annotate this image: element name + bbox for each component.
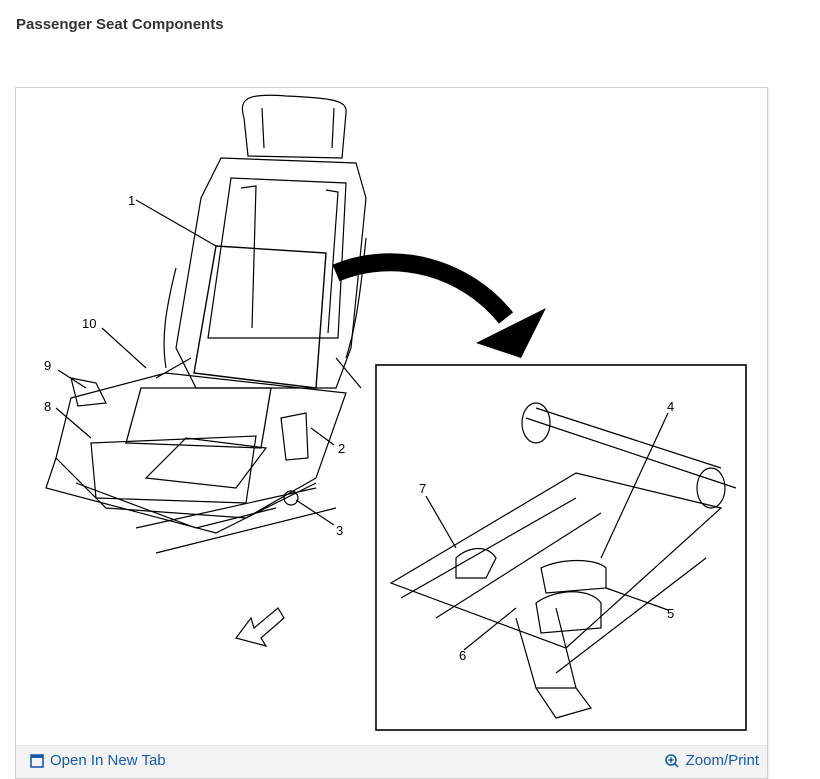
callout-3: 3 (336, 523, 343, 538)
callout-7: 7 (419, 481, 426, 496)
open-in-new-tab-button[interactable]: Open In New Tab (30, 752, 166, 769)
adjuster-knob (283, 490, 299, 506)
figure-toolbar: Open In New Tab Zoom/Print (16, 745, 767, 778)
open-tab-icon (30, 753, 44, 768)
seat-occupant-mat (125, 387, 272, 449)
callout-6: 6 (459, 648, 466, 663)
callout-1: 1 (128, 193, 135, 208)
side-trim (70, 377, 107, 407)
seat-cushion-frame (45, 372, 347, 534)
backrest-sensor-mat (193, 245, 327, 389)
callout-5: 5 (667, 606, 674, 621)
zoom-print-label: Zoom/Print (685, 752, 759, 769)
callout-2: 2 (338, 441, 345, 456)
detail-inset (375, 364, 747, 731)
open-in-new-tab-label: Open In New Tab (50, 752, 166, 769)
callout-4: 4 (667, 399, 674, 414)
seatback-frame (155, 157, 367, 389)
figure-frame: 1 2 3 4 5 6 7 8 9 10 Open In New Tab Zoo… (15, 87, 768, 779)
callout-10: 10 (82, 316, 96, 331)
callout-9: 9 (44, 358, 51, 373)
curved-arrow (332, 253, 514, 324)
callout-8: 8 (44, 399, 51, 414)
zoom-in-icon (664, 753, 679, 768)
zoom-print-button[interactable]: Zoom/Print (664, 752, 759, 769)
forward-arrow (234, 607, 285, 647)
seat-control-module (280, 412, 309, 461)
headrest (241, 94, 347, 159)
page-title: Passenger Seat Components (16, 16, 224, 33)
detail-seat-adjuster (389, 402, 737, 719)
seat-illustration: 1 2 3 4 5 6 7 8 9 10 (44, 94, 747, 731)
